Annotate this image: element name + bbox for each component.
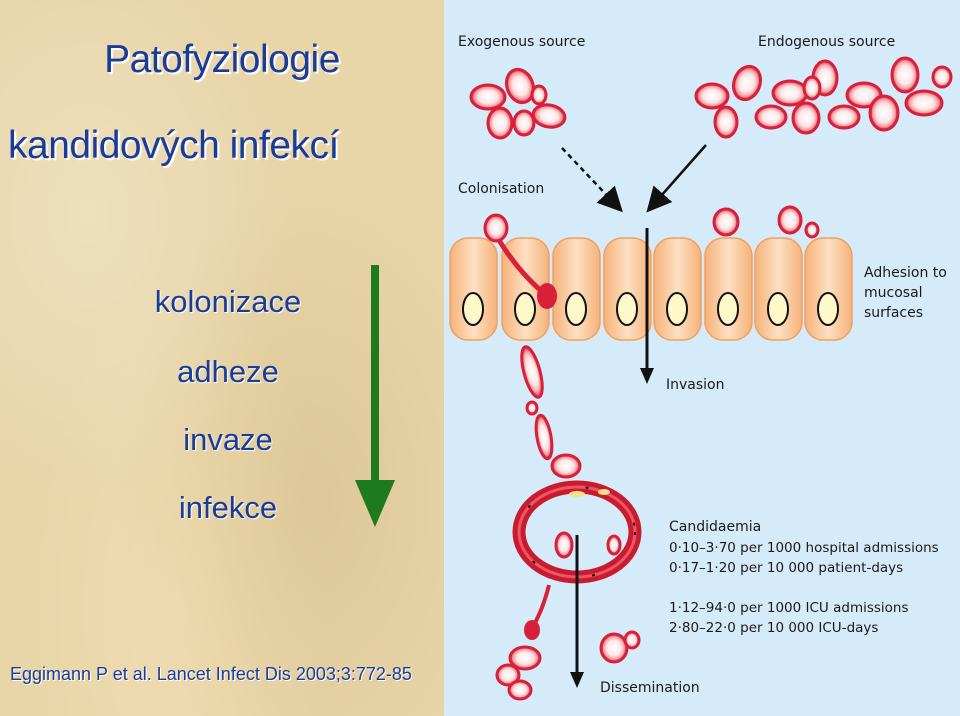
adhesion-label-line3: surfaces — [864, 305, 923, 321]
invasion-label: Invasion — [666, 377, 725, 393]
endogenous-source-label: Endogenous source — [758, 34, 895, 50]
citation: Eggimann P et al. Lancet Infect Dis 2003… — [10, 664, 412, 684]
progress-down-arrow-icon — [355, 265, 395, 527]
slide-title-line2: kandidových infekcí — [8, 124, 339, 167]
invasion-arrow-head-icon — [640, 368, 654, 384]
step-infection: infekce — [178, 490, 278, 525]
stat-patient-days: 0·17–1·20 per 10 000 patient-days — [669, 560, 903, 576]
adhering-yeasts — [483, 205, 820, 243]
step-invasion: invaze — [183, 422, 273, 457]
stat-icu-admissions: 1·12–94·0 per 1000 ICU admissions — [669, 600, 909, 616]
adhesion-label-line1: Adhesion to — [864, 265, 947, 281]
pathogenesis-diagram: Exogenous source Endogenous source Colon… — [449, 34, 953, 701]
colonisation-label: Colonisation — [458, 181, 544, 197]
step-adhesion: adheze — [177, 354, 279, 389]
stat-icu-days: 2·80–22·0 per 10 000 ICU-days — [669, 620, 878, 636]
invading-yeast-chain — [520, 345, 582, 479]
left-panel: Patofyziologie kandidových infekcí kolon… — [0, 0, 444, 716]
dissemination-label: Dissemination — [600, 680, 700, 696]
slide-title-line1: Patofyziologie — [104, 38, 340, 81]
candidaemia-label: Candidaemia — [669, 519, 761, 535]
epithelial-cell-layer — [449, 237, 853, 341]
dissemination-arrow-head-icon — [570, 672, 584, 688]
endogenous-yeast-cluster — [694, 56, 953, 139]
endogenous-arrow — [646, 144, 707, 213]
stat-hospital-admissions: 0·10–3·70 per 1000 hospital admissions — [669, 540, 939, 556]
step-colonisation: kolonizace — [154, 284, 302, 319]
exogenous-source-label: Exogenous source — [458, 34, 585, 50]
adhesion-label-line2: mucosal — [864, 285, 923, 301]
disseminating-yeasts — [495, 630, 641, 701]
exogenous-dashed-arrow — [561, 147, 623, 213]
exogenous-yeast-cluster — [469, 67, 567, 140]
